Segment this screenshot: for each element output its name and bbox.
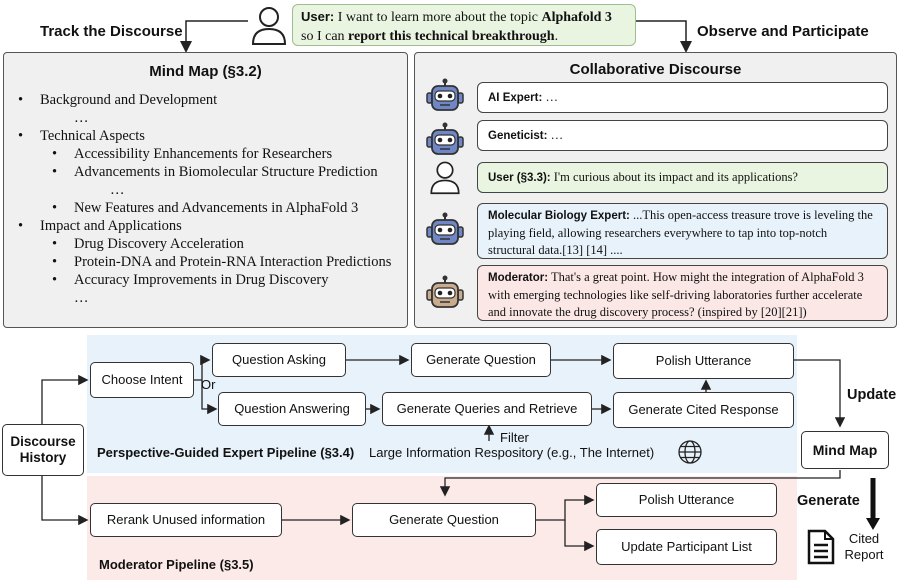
user-icon	[251, 7, 287, 45]
user-prompt-text: I want to learn more about the topic	[334, 10, 542, 25]
mind-map-ellipsis: …	[74, 290, 89, 306]
discourse-turn-molecular-biology-expert: Molecular Biology Expert: ...This open-a…	[477, 203, 888, 259]
observe-participate-header: Observe and Participate	[697, 23, 869, 40]
generate-question-node: Generate Question	[411, 343, 551, 377]
mind-map-ellipsis: …	[74, 110, 89, 126]
discourse-history-node: Discourse History	[2, 424, 84, 476]
speaker-label: AI Expert:	[488, 92, 543, 104]
mind-map-panel: Mind Map (§3.2) •Background and Developm…	[3, 52, 408, 328]
mind-map-subitem: •New Features and Advancements in AlphaF…	[52, 200, 359, 216]
update-participant-list-node: Update Participant List	[596, 529, 777, 565]
cited-report-label: Cited Report	[844, 531, 884, 562]
moderator-generate-question-node: Generate Question	[352, 503, 536, 537]
repository-label: Large Information Respository (e.g., The…	[369, 445, 655, 460]
robot-icon	[426, 212, 464, 245]
mind-map-subitem: •Accessibility Enhancements for Research…	[52, 146, 333, 162]
mind-map-item: •Background and Development	[18, 92, 218, 108]
top-connectors	[180, 20, 692, 53]
turn-text: That's a great point. How might the inte…	[488, 270, 864, 319]
robot-icon	[426, 78, 464, 111]
speaker-label: Molecular Biology Expert:	[488, 210, 630, 222]
turn-text: ...This open-access treasure trove is le…	[488, 208, 873, 257]
mind-map-title: Mind Map (§3.2)	[149, 63, 262, 80]
moderator-robot-icon	[426, 275, 464, 308]
globe-icon	[678, 440, 702, 464]
moderator-polish-utterance-node: Polish Utterance	[596, 483, 777, 517]
question-asking-node: Question Asking	[212, 343, 346, 377]
generate-label: Generate	[797, 493, 860, 509]
filter-label: Filter	[500, 430, 529, 445]
user-prompt-line-1: User: I want to learn more about the top…	[301, 7, 627, 27]
mind-map-subitem: •Accuracy Improvements in Drug Discovery	[52, 272, 329, 288]
turn-text: I'm curious about its impact and its app…	[550, 170, 798, 184]
mind-map-item: •Technical Aspects	[18, 128, 145, 144]
pipeline-connectors	[41, 354, 880, 552]
generate-queries-node: Generate Queries and Retrieve	[382, 392, 592, 426]
user-topic: Alphafold 3	[541, 10, 612, 25]
speaker-label: Geneticist:	[488, 130, 548, 142]
discourse-turn-ai-expert: AI Expert: …	[477, 82, 888, 113]
expert-pipeline-label: Perspective-Guided Expert Pipeline (§3.4…	[97, 445, 355, 460]
mind-map-subitem: •Protein-DNA and Protein-RNA Interaction…	[52, 254, 392, 270]
user-prompt-text-2: so I can	[301, 29, 349, 44]
or-label: Or	[201, 377, 216, 392]
update-label: Update	[847, 387, 897, 403]
mind-map-node: Mind Map	[801, 431, 889, 469]
user-prompt-box: User: I want to learn more about the top…	[292, 4, 636, 46]
mind-map-ellipsis: …	[110, 182, 125, 198]
discourse-title: Collaborative Discourse	[569, 61, 742, 78]
rerank-node: Rerank Unused information	[90, 503, 282, 537]
speaker-label: Moderator:	[488, 272, 549, 284]
user-icon	[430, 161, 460, 195]
discourse-turn-geneticist: Geneticist: …	[477, 120, 888, 151]
user-prompt-end: .	[554, 29, 559, 44]
user-prompt-emphasis: report this technical breakthrough	[348, 29, 555, 44]
mind-map-subitem: •Advancements in Biomolecular Structure …	[52, 164, 378, 180]
document-icon	[807, 529, 835, 565]
generate-cited-response-node: Generate Cited Response	[613, 392, 794, 428]
mind-map-item: •Impact and Applications	[18, 218, 182, 234]
user-prompt-line-2: so I can report this technical breakthro…	[301, 27, 627, 46]
polish-utterance-node: Polish Utterance	[613, 343, 794, 379]
moderator-pipeline-label: Moderator Pipeline (§3.5)	[99, 557, 254, 572]
turn-text: …	[547, 128, 564, 142]
mind-map-list: •Background and Development … •Technical…	[18, 91, 391, 307]
discourse-turn-moderator: Moderator: That's a great point. How mig…	[477, 265, 888, 321]
user-label: User:	[301, 9, 335, 24]
speaker-label: User (§3.3):	[488, 172, 551, 184]
turn-text: …	[542, 90, 558, 104]
question-answering-node: Question Answering	[218, 392, 366, 426]
discourse-turn-user: User (§3.3): I'm curious about its impac…	[477, 162, 888, 193]
choose-intent-node: Choose Intent	[90, 362, 194, 398]
robot-icon	[426, 122, 464, 155]
mind-map-subitem: •Drug Discovery Acceleration	[52, 236, 244, 252]
track-discourse-header: Track the Discourse	[40, 23, 183, 40]
